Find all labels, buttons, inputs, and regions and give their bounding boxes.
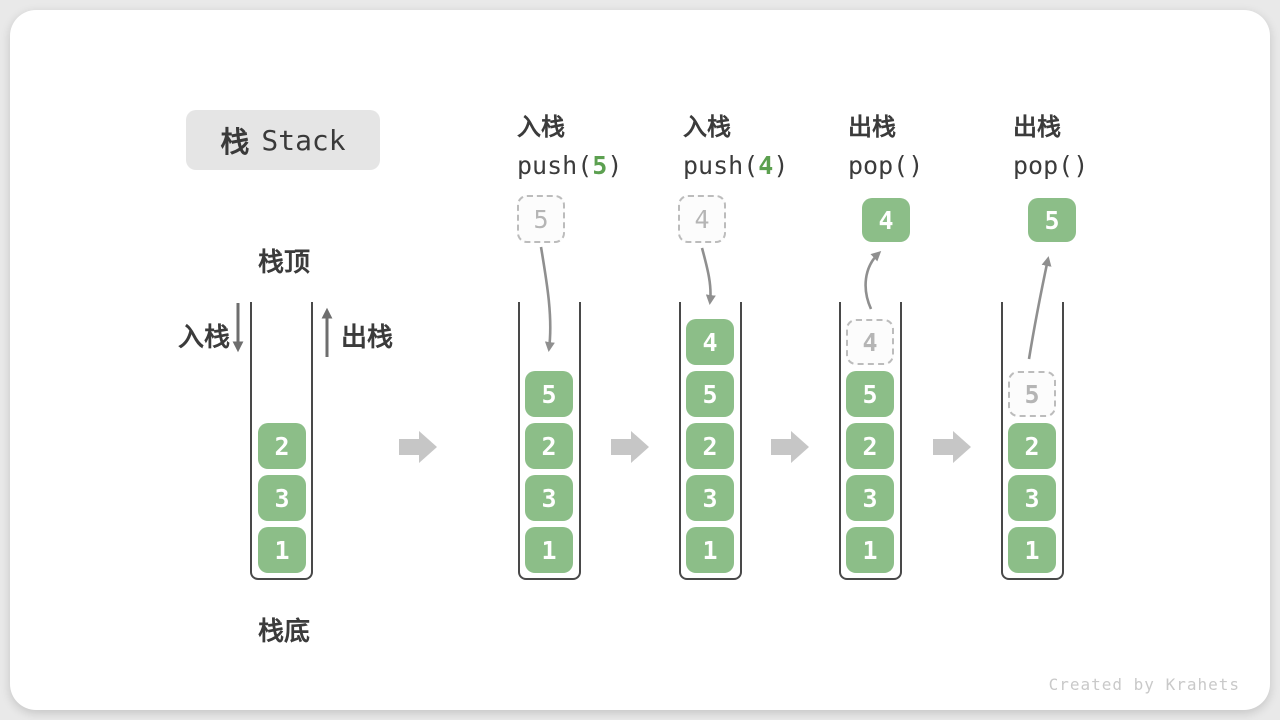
op-label-pop1: 出栈 pop()	[848, 107, 1008, 180]
pop-side-label: 出栈	[341, 322, 394, 352]
stack-cell: 2	[846, 423, 894, 469]
op-code-arg: 5	[592, 151, 608, 180]
stack-cell: 3	[846, 475, 894, 521]
op-code-pre: push(	[683, 151, 759, 180]
op-code-post: )	[773, 151, 789, 180]
stack-container	[518, 302, 581, 580]
stack-cell: 5	[525, 371, 573, 417]
stack-bottom-label: 栈底	[258, 616, 311, 646]
floating-cell-dashed: 5	[517, 195, 565, 243]
stack-cell: 1	[846, 527, 894, 573]
op-code-pre: push(	[517, 151, 593, 180]
ghost-cell: 5	[1008, 371, 1056, 417]
title-zh: 栈	[220, 127, 250, 159]
stack-cell: 2	[1008, 423, 1056, 469]
stack-cell: 1	[686, 527, 734, 573]
stack-cell: 1	[525, 527, 573, 573]
stack-cell: 2	[686, 423, 734, 469]
op-code-post: )	[607, 151, 623, 180]
stack-container	[839, 302, 902, 580]
stack-container	[1001, 302, 1064, 580]
op-label-zh: 出栈	[1013, 114, 1061, 141]
stack-container	[679, 302, 742, 580]
op-code: push(4)	[683, 151, 843, 180]
stack-cell: 3	[258, 475, 306, 521]
watermark: Created by Krahets	[1048, 675, 1240, 694]
title-en: Stack	[261, 123, 346, 157]
op-label-zh: 出栈	[848, 114, 896, 141]
op-label-pop2: 出栈 pop()	[1013, 107, 1173, 180]
stack-cell: 2	[258, 423, 306, 469]
op-code: pop()	[848, 151, 924, 180]
stack-cell: 5	[686, 371, 734, 417]
op-code: pop()	[1013, 151, 1089, 180]
stack-cell: 3	[1008, 475, 1056, 521]
floating-cell-dashed: 4	[678, 195, 726, 243]
stack-cell: 5	[846, 371, 894, 417]
ghost-cell: 4	[846, 319, 894, 365]
op-label-zh: 入栈	[683, 114, 731, 141]
op-label-push4: 入栈 push(4)	[683, 107, 843, 180]
title-badge: 栈 Stack	[186, 110, 380, 170]
stack-cell: 1	[1008, 527, 1056, 573]
floating-cell-solid: 4	[862, 198, 910, 242]
stack-cell: 3	[686, 475, 734, 521]
floating-cell-solid: 5	[1028, 198, 1076, 242]
stack-cell: 4	[686, 319, 734, 365]
stack-cell: 3	[525, 475, 573, 521]
stack-cell: 2	[525, 423, 573, 469]
stack-container	[250, 302, 313, 580]
push-side-label: 入栈	[178, 322, 231, 352]
stack-cell: 1	[258, 527, 306, 573]
stack-top-label: 栈顶	[258, 247, 311, 277]
op-code: push(5)	[517, 151, 677, 180]
op-label-push5: 入栈 push(5)	[517, 107, 677, 180]
op-code-arg: 4	[758, 151, 774, 180]
op-label-zh: 入栈	[517, 114, 565, 141]
